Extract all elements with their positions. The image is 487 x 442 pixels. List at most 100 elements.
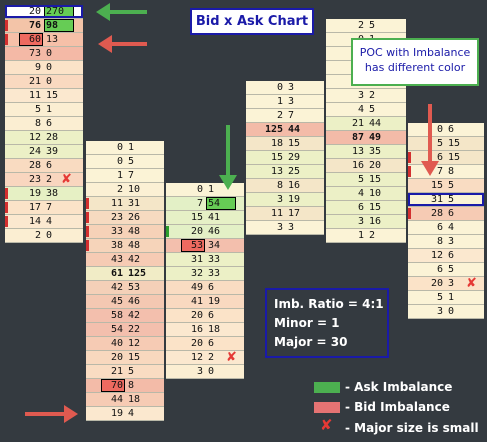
bid-volume: 0 — [436, 124, 443, 135]
bid-volume: 20 — [190, 310, 203, 321]
ask-volume: 0 — [448, 306, 455, 317]
bid-volume: 8 — [276, 180, 283, 191]
footprint-row: 44 18 — [86, 393, 164, 407]
ask-volume: 46 — [208, 226, 221, 237]
ask-volume: 1 — [46, 104, 53, 115]
red-arrow-down — [421, 104, 439, 176]
bid-volume: 40 — [110, 338, 123, 349]
major-small-x-icon: ✘ — [466, 276, 477, 291]
ask-volume: 10 — [369, 188, 382, 199]
ask-volume: 18 — [128, 394, 141, 405]
major-setting: Major = 30 — [274, 335, 348, 349]
bid-volume-bar — [5, 20, 8, 31]
ask-volume: 3 — [288, 96, 295, 107]
bid-volume: 53 — [190, 240, 203, 251]
ask-volume: 15 — [369, 202, 382, 213]
bid-volume: 3 — [196, 366, 203, 377]
bid-volume: 1 — [276, 96, 283, 107]
bid-volume: 18 — [270, 138, 283, 149]
ask-volume: 6 — [208, 282, 215, 293]
ask-volume: 1 — [128, 142, 135, 153]
bid-imbalance-box — [181, 239, 205, 252]
ask-volume: 48 — [128, 226, 141, 237]
ask-volume: 49 — [369, 132, 382, 143]
ask-volume: 48 — [128, 240, 141, 251]
bid-volume: 0 — [116, 156, 123, 167]
ask-volume: 6 — [448, 250, 455, 261]
bid-volume: 76 — [28, 20, 41, 31]
ask-volume: 46 — [128, 296, 141, 307]
ask-volume: 19 — [288, 194, 301, 205]
ask-volume: 7 — [128, 170, 135, 181]
bid-volume: 2 — [276, 110, 283, 121]
bid-volume: 21 — [351, 118, 364, 129]
bid-volume: 15 — [270, 152, 283, 163]
bid-volume: 24 — [28, 146, 41, 157]
bid-volume: 6 — [436, 264, 443, 275]
footprint-row: 21 0 — [5, 75, 83, 89]
ask-volume: 10 — [128, 184, 141, 195]
bid-volume: 61 — [110, 268, 123, 279]
bid-volume: 21 — [28, 76, 41, 87]
poc-highlight — [408, 193, 484, 206]
bid-volume: 6 — [436, 222, 443, 233]
bid-volume: 8 — [436, 236, 443, 247]
green-arrow-down — [219, 125, 237, 190]
ask-volume: 5 — [128, 156, 135, 167]
ask-volume-bar — [166, 226, 169, 237]
bid-volume: 11 — [28, 90, 41, 101]
ask-volume: 0 — [46, 76, 53, 87]
ask-volume: 53 — [128, 282, 141, 293]
ask-volume: 16 — [369, 216, 382, 227]
ask-volume: 6 — [448, 124, 455, 135]
bid-volume: 45 — [110, 296, 123, 307]
bid-volume: 15 — [190, 212, 203, 223]
bid-volume: 12 — [430, 250, 443, 261]
bid-volume: 73 — [28, 48, 41, 59]
bid-volume-bar — [408, 152, 411, 163]
red-arrow-top — [98, 35, 147, 53]
ask-volume: 6 — [46, 118, 53, 129]
ask-volume: 39 — [46, 146, 59, 157]
bid-volume: 1 — [357, 230, 364, 241]
bid-volume-bar — [408, 208, 411, 219]
ask-volume: 31 — [128, 198, 141, 209]
bid-volume: 54 — [110, 324, 123, 335]
ask-volume: 26 — [128, 212, 141, 223]
bid-volume: 49 — [190, 282, 203, 293]
ask-volume: 6 — [46, 160, 53, 171]
bid-imbalance-box — [101, 379, 125, 392]
ask-volume: 17 — [288, 208, 301, 219]
bid-volume: 16 — [190, 324, 203, 335]
bid-volume: 0 — [116, 142, 123, 153]
ask-volume: 3 — [288, 222, 295, 233]
ask-volume: 5 — [128, 366, 135, 377]
bid-volume: 44 — [110, 394, 123, 405]
ask-volume: 6 — [448, 208, 455, 219]
